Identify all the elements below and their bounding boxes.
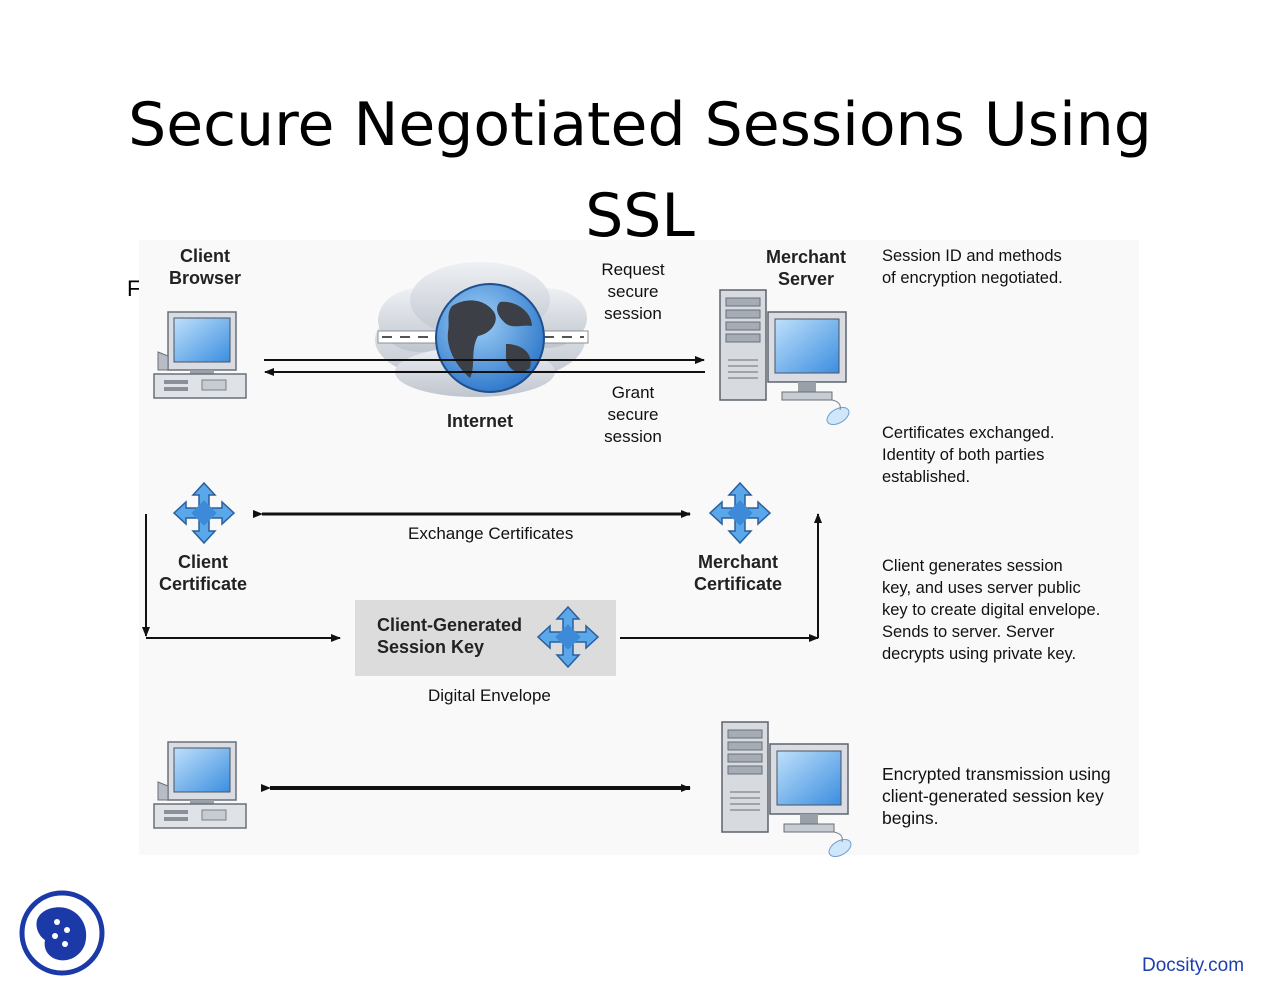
merchant-certificate-label: Merchant Certificate bbox=[693, 552, 783, 594]
digital-envelope-label: Digital Envelope bbox=[428, 686, 551, 705]
slide-title-line-1: Secure Negotiated Sessions Using bbox=[128, 90, 1152, 160]
session-key-label: Client-Generated Session Key bbox=[377, 615, 523, 657]
stray-text: F bbox=[127, 276, 141, 301]
internet-label: Internet bbox=[447, 411, 514, 431]
docsity-brand-text: Docsity.com bbox=[1142, 955, 1245, 976]
grant-secure-session-label: Grant secure session bbox=[604, 383, 662, 446]
globe-icon bbox=[435, 283, 545, 393]
slide-title-line-2: SSL bbox=[585, 181, 695, 251]
session-key-icon bbox=[537, 606, 599, 668]
docsity-logo-icon bbox=[19, 890, 105, 976]
diagram-background bbox=[139, 240, 1139, 855]
client-browser-label: Client Browser bbox=[168, 246, 242, 288]
client-certificate-label: Client Certificate bbox=[158, 552, 248, 594]
client-certificate-icon bbox=[173, 482, 235, 544]
merchant-certificate-icon bbox=[709, 482, 771, 544]
merchant-server-label: Merchant Server bbox=[765, 247, 846, 289]
merchant-server-icon bbox=[719, 289, 853, 429]
client-computer-icon-2 bbox=[153, 741, 247, 829]
note-client-generates-key: Client generates session key, and uses s… bbox=[882, 557, 1101, 663]
note-encrypted-transmission: Encrypted transmission using client-gene… bbox=[882, 764, 1111, 828]
merchant-server-icon-2 bbox=[721, 721, 855, 861]
note-session-id: Session ID and methods of encryption neg… bbox=[882, 247, 1063, 287]
client-computer-icon bbox=[153, 311, 247, 399]
exchange-certificates-label: Exchange Certificates bbox=[408, 524, 574, 543]
request-secure-session-label: Request secure session bbox=[601, 260, 665, 323]
note-certificates-exchanged: Certificates exchanged. Identity of both… bbox=[882, 424, 1055, 486]
